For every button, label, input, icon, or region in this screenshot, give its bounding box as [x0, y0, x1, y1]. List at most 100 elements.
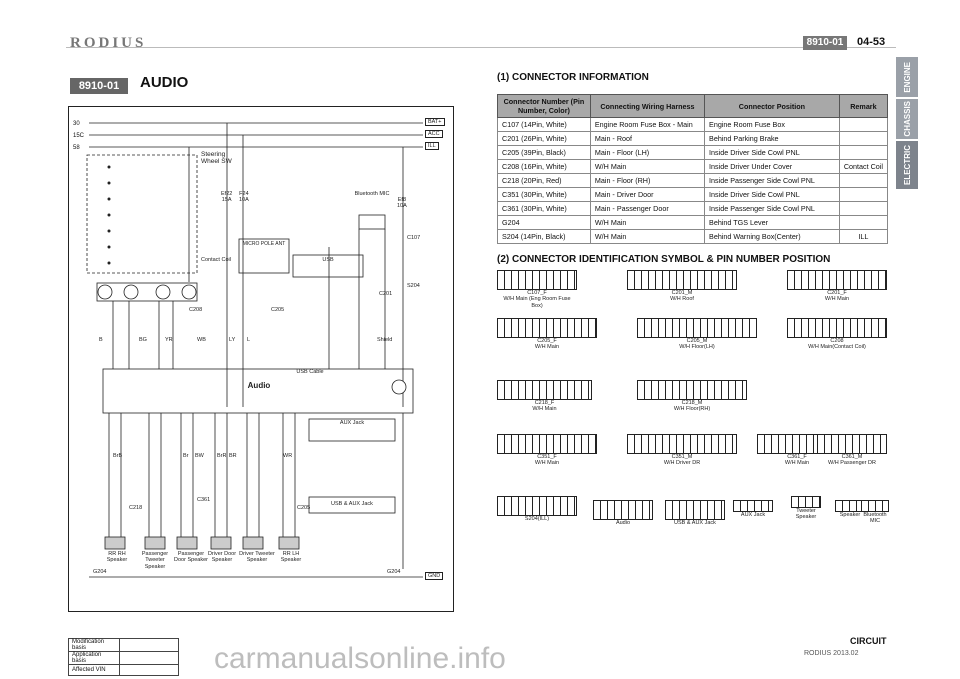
connector-sub: W/H Floor(RH): [673, 406, 711, 413]
wire-label-b: B: [99, 337, 103, 343]
connector-diagram: S204(ILL): [497, 496, 577, 522]
wire-label-ly: LY: [229, 337, 236, 343]
speaker-passenger-door: Passenger Door Speaker: [174, 551, 208, 564]
col-connector-position: Connector Position: [704, 94, 840, 118]
connector-diagram: Audio: [593, 500, 653, 526]
side-tab-engine[interactable]: ENGINE: [896, 57, 918, 97]
circuit-label: CIRCUIT: [850, 636, 887, 646]
table-cell: [838, 117, 889, 132]
table-cell: Inside Passenger Side Cowl PNL: [704, 173, 840, 188]
bluetooth-mic-label: Bluetooth MIC: [354, 191, 390, 197]
connector-sub: W/H Main: [824, 296, 850, 303]
usb-aux-jack-label: USB & AUX Jack: [331, 501, 373, 507]
connector-pin-grid: [733, 500, 773, 512]
connector-c107: C107: [407, 235, 421, 241]
connector-sub: W/H Main (Eng Room Fuse Box): [503, 296, 571, 309]
connector-c205: C205: [271, 307, 285, 313]
table-cell: [838, 173, 889, 188]
connector-name: C361_M: [841, 454, 863, 460]
side-tab-chassis[interactable]: CHASSIS: [896, 99, 918, 139]
table-cell: C208 (16Pin, White): [497, 159, 591, 174]
modification-basis-label: Modification basis: [68, 638, 120, 652]
connector-pin-grid: [497, 434, 597, 454]
table-cell: ILL: [838, 229, 889, 244]
rail-label-58: 58: [73, 145, 80, 151]
steering-switch-block: [86, 154, 198, 274]
table-cell: [838, 131, 889, 146]
connector-name: Speaker: [839, 512, 861, 518]
section-code: 8910-01: [70, 78, 128, 94]
connector-name: C201_M: [671, 290, 693, 296]
header-code-badge: 8910-01: [803, 36, 847, 50]
connector-name: C205_F: [537, 338, 557, 344]
speaker-driver-tweeter: Driver Tweeter Speaker: [239, 551, 275, 564]
bluetooth-box: [358, 214, 386, 230]
connector-name: Audio: [615, 520, 631, 526]
rail-label-30: 30: [73, 121, 80, 127]
connector-pin-grid: [791, 496, 821, 508]
wire-label-bg: BG: [139, 337, 147, 343]
connector-pin-grid: [627, 270, 737, 290]
connector-name: C205_M: [686, 338, 708, 344]
table-cell: C361 (30Pin, White): [497, 201, 591, 216]
tag-gnd: GND: [425, 572, 444, 581]
tag-acc: ACC: [425, 130, 443, 139]
usb-cable-label: USB Cable: [296, 369, 324, 375]
audio-unit-label: Audio: [247, 381, 271, 390]
connector-name: C201_F: [827, 290, 847, 296]
ground-g204-right: G204: [387, 569, 401, 575]
brand-logo: RODIUS: [70, 35, 147, 51]
connector-diagram: Speaker: [835, 500, 865, 518]
connector-name: USB & AUX Jack: [674, 520, 716, 526]
connector-name: Tweeter Speaker: [795, 508, 817, 521]
connector-pin-grid: [787, 270, 887, 290]
aux-jack-label: AUX Jack: [339, 420, 365, 426]
usb-label: USB: [322, 257, 334, 263]
watermark: carmanualsonline.info: [214, 642, 506, 675]
connector-diagram: AUX Jack: [733, 500, 773, 518]
connector-pin-grid: [497, 380, 592, 400]
connector-c205-lower: C205: [297, 505, 311, 511]
connector-pin-grid: [861, 500, 889, 512]
steering-wheel-sw-label: Steering Wheel SW: [201, 151, 232, 166]
micro-pole-box: [238, 238, 290, 274]
side-tab-electric[interactable]: ELECTRIC: [896, 141, 918, 189]
connector-sub: W/H Passenger DR: [828, 460, 876, 467]
connector-info-heading: (1) CONNECTOR INFORMATION: [497, 72, 649, 83]
connector-pin-grid: [627, 434, 737, 454]
connector-c218: C218: [129, 505, 143, 511]
connector-pin-grid: [637, 318, 757, 338]
table-row: C205 (39Pin, Black)Main - Floor (LH)Insi…: [497, 145, 889, 160]
table-cell: C107 (14Pin, White): [497, 117, 591, 132]
header-rule: [66, 47, 896, 48]
wire-label-l: L: [247, 337, 251, 343]
tag-bat: BAT+: [425, 118, 445, 127]
table-cell: [838, 187, 889, 202]
table-cell: Engine Room Fuse Box: [704, 117, 840, 132]
connector-name: AUX Jack: [740, 512, 766, 518]
table-cell: Inside Passenger Side Cowl PNL: [704, 201, 840, 216]
tag-ill: ILL: [425, 142, 439, 151]
table-cell: Main - Floor (RH): [589, 173, 706, 188]
wire-label-yr: YR: [165, 337, 173, 343]
table-cell: Main - Passenger Door: [589, 201, 706, 216]
connector-c361: C361: [197, 497, 211, 503]
connector-name: Bluetooth MIC: [863, 512, 887, 525]
wire-label-shield: Shield: [377, 337, 393, 343]
audio-unit-box: [102, 368, 414, 414]
connector-pin-grid: [637, 380, 747, 400]
table-cell: Inside Driver Side Cowl PNL: [704, 145, 840, 160]
connector-pin-grid: [497, 496, 577, 516]
table-cell: Behind Parking Brake: [704, 131, 840, 146]
connector-sub: W/H Driver DR: [663, 460, 701, 467]
